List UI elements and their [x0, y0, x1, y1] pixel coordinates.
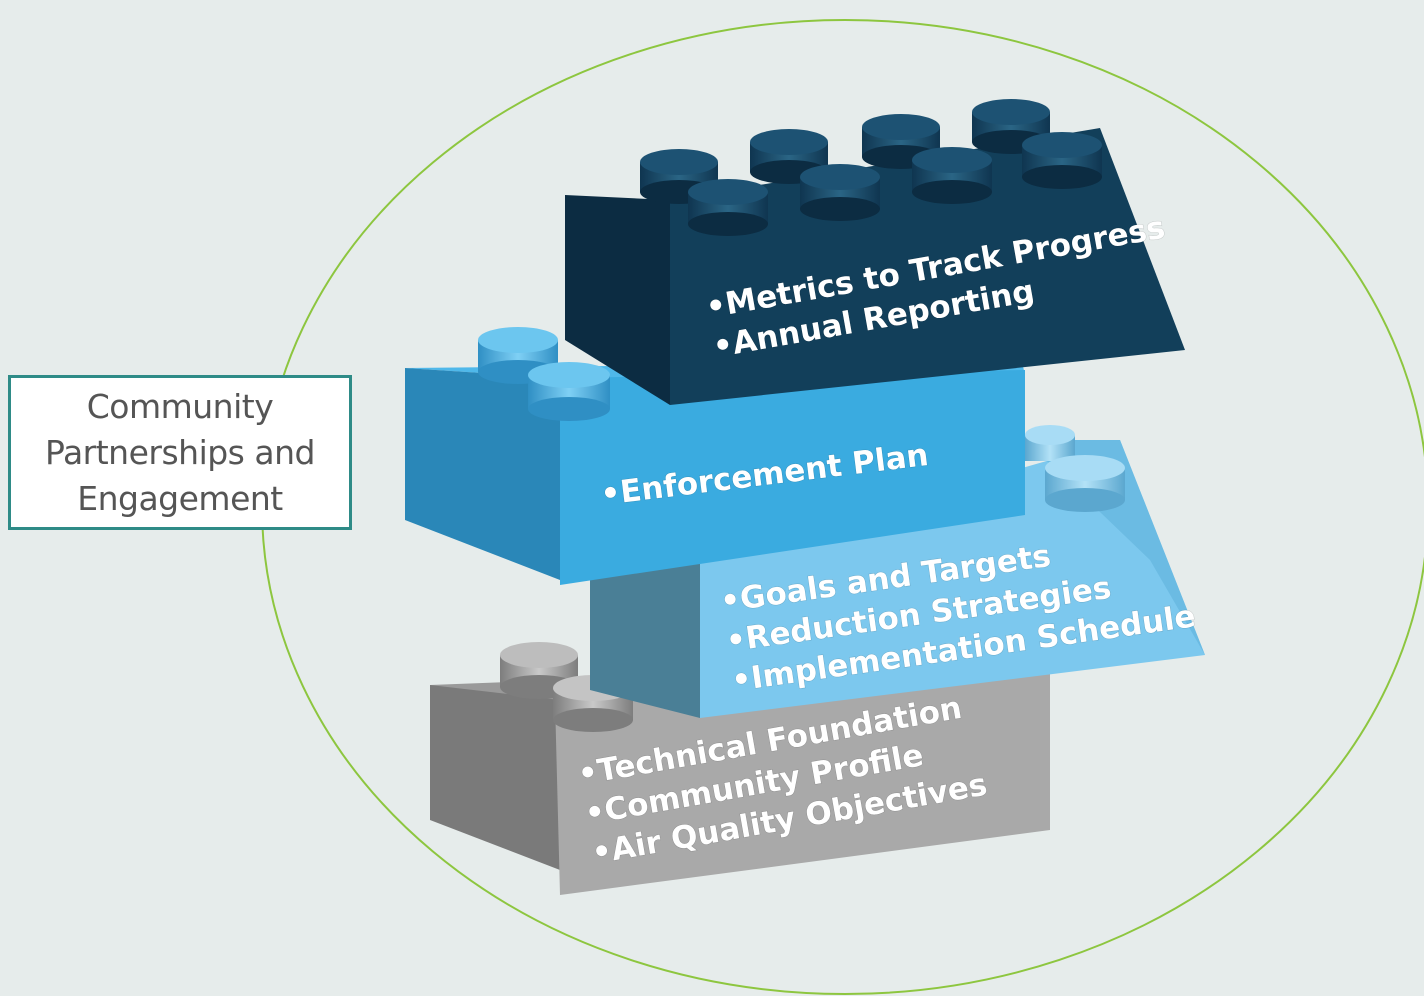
stud	[688, 179, 768, 236]
brick-second	[405, 327, 1025, 585]
stud	[1025, 425, 1075, 461]
brick-top-side	[565, 195, 670, 405]
brick-third-side	[590, 560, 700, 718]
brick-third	[590, 425, 1205, 718]
community-engagement-box: Community Partnerships and Engagement	[8, 375, 352, 530]
community-engagement-label: Community Partnerships and Engagement	[45, 384, 315, 522]
community-label-line-2: Partnerships and	[45, 432, 315, 472]
brick-bottom-front	[555, 670, 1050, 895]
brick-bottom-side	[430, 685, 560, 870]
brick-second-front	[560, 370, 1025, 585]
stud	[1022, 132, 1102, 189]
brick-top	[565, 99, 1185, 405]
community-label-line-3: Engagement	[77, 478, 283, 518]
brick-bottom	[430, 642, 1050, 895]
brick-second-side	[405, 368, 560, 580]
stud	[528, 362, 610, 421]
stud	[912, 147, 992, 204]
stud	[800, 164, 880, 221]
stud	[1045, 455, 1125, 512]
brick-top-front	[670, 128, 1185, 405]
community-label-line-1: Community	[86, 386, 274, 426]
